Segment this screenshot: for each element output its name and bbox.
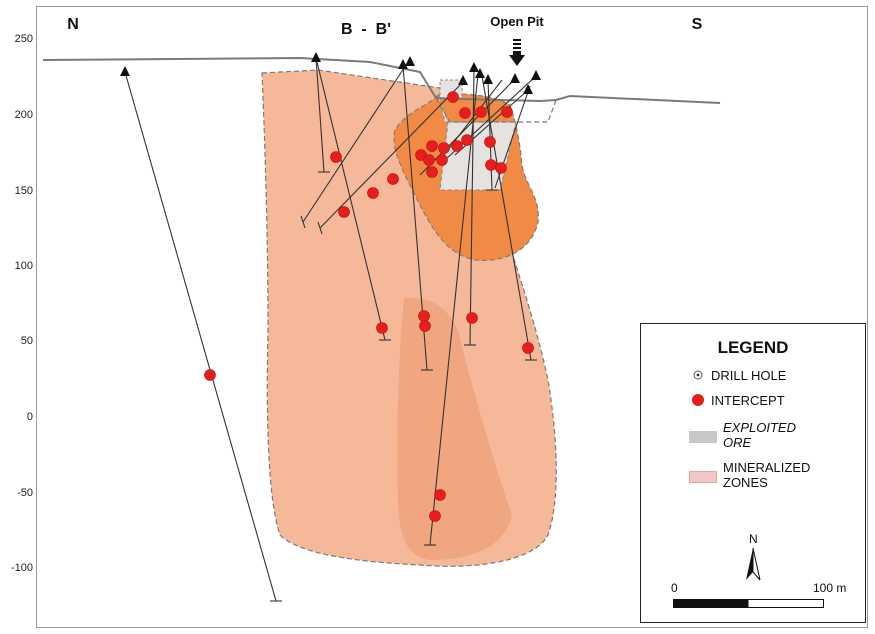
intercept [387, 173, 399, 185]
intercepts [204, 91, 534, 522]
drill-hole-8 [429, 73, 479, 546]
intercept [438, 142, 450, 154]
legend-drill-hole: DRILL HOLE [711, 368, 787, 383]
intercept [434, 489, 446, 501]
open-pit-outline [435, 97, 557, 123]
legend-title: LEGEND [717, 338, 789, 357]
intercept [495, 162, 507, 174]
intercept [423, 154, 435, 166]
intercept [522, 342, 534, 354]
collar-10 [531, 70, 541, 80]
intercept [485, 159, 497, 171]
drill-hole-2 [315, 57, 386, 341]
collar-9 [510, 73, 520, 83]
drill-hole-15 [439, 79, 503, 161]
intercept-symbol-icon [692, 394, 704, 406]
south-label: S [692, 16, 703, 33]
mineralized-zones-swatch [689, 471, 717, 483]
drill-hole-3 [315, 57, 325, 173]
y-tick-minus-50: -50 [17, 487, 33, 499]
intercept [459, 107, 471, 119]
legend-exploited-ore-line2: ORE [723, 435, 752, 450]
open-pit-arrow-icon [509, 39, 525, 66]
collar-11 [523, 84, 533, 94]
exploited-ore-swatch [689, 431, 717, 443]
intercept [426, 140, 438, 152]
intercept [484, 136, 496, 148]
y-tick-100: 100 [15, 260, 33, 272]
legend-intercept: INTERCEPT [711, 393, 785, 408]
drill-hole-ends [270, 171, 537, 602]
drill-hole-symbol-icon [693, 370, 703, 380]
y-tick-minus-100: -100 [11, 562, 33, 574]
y-tick-200: 200 [15, 109, 33, 121]
y-tick-250: 250 [15, 33, 33, 45]
intercept [204, 369, 216, 381]
intercept [418, 310, 430, 322]
intercept [338, 206, 350, 218]
intercept [447, 91, 459, 103]
intercept [330, 151, 342, 163]
intercept [475, 106, 487, 118]
drill-hole-1 [124, 71, 277, 602]
scale-end-label: 100 m [813, 581, 847, 595]
section-name: B - B' [341, 21, 391, 38]
y-tick-50: 50 [21, 335, 33, 347]
north-arrow-label: N [749, 532, 758, 546]
y-tick-150: 150 [15, 185, 33, 197]
collar-5 [458, 75, 468, 85]
collar-2 [311, 52, 321, 62]
collar-8 [483, 74, 493, 84]
north-label: N [67, 16, 79, 33]
intercept [429, 510, 441, 522]
intercept [376, 322, 388, 334]
intercept [419, 320, 431, 332]
intercept [461, 134, 473, 146]
legend-box: LEGEND DRILL HOLE INTERCEPT EXPLOITED OR… [640, 323, 866, 623]
collar-1 [120, 66, 130, 76]
drill-hole-5 [302, 61, 409, 223]
map-frame [36, 6, 868, 628]
legend-mineralized-line1: MINERALIZED [723, 460, 811, 475]
intercept [367, 187, 379, 199]
scale-bar [673, 599, 824, 608]
drill-hole-6 [319, 81, 464, 229]
collar-3 [398, 59, 408, 69]
intercept [501, 106, 513, 118]
intercept [466, 312, 478, 324]
collar-6 [469, 62, 479, 72]
north-arrow-icon [746, 547, 761, 581]
intercept [451, 140, 463, 152]
drill-hole-11 [419, 78, 516, 176]
legend-mineralized-line2: ZONES [723, 475, 768, 490]
collar-4 [405, 56, 415, 66]
legend-exploited-ore-line1: EXPLOITED [723, 420, 796, 435]
drill-hole-10 [487, 79, 493, 191]
y-axis-labels: 250 200 150 100 50 0 -50 -100 [11, 33, 33, 574]
open-pit-label: Open Pit [490, 14, 544, 29]
intercept [436, 154, 448, 166]
intercept [426, 166, 438, 178]
scale-start-label: 0 [671, 581, 678, 595]
y-tick-0: 0 [27, 411, 33, 423]
collar-7 [475, 68, 485, 78]
drill-collars [120, 52, 541, 94]
